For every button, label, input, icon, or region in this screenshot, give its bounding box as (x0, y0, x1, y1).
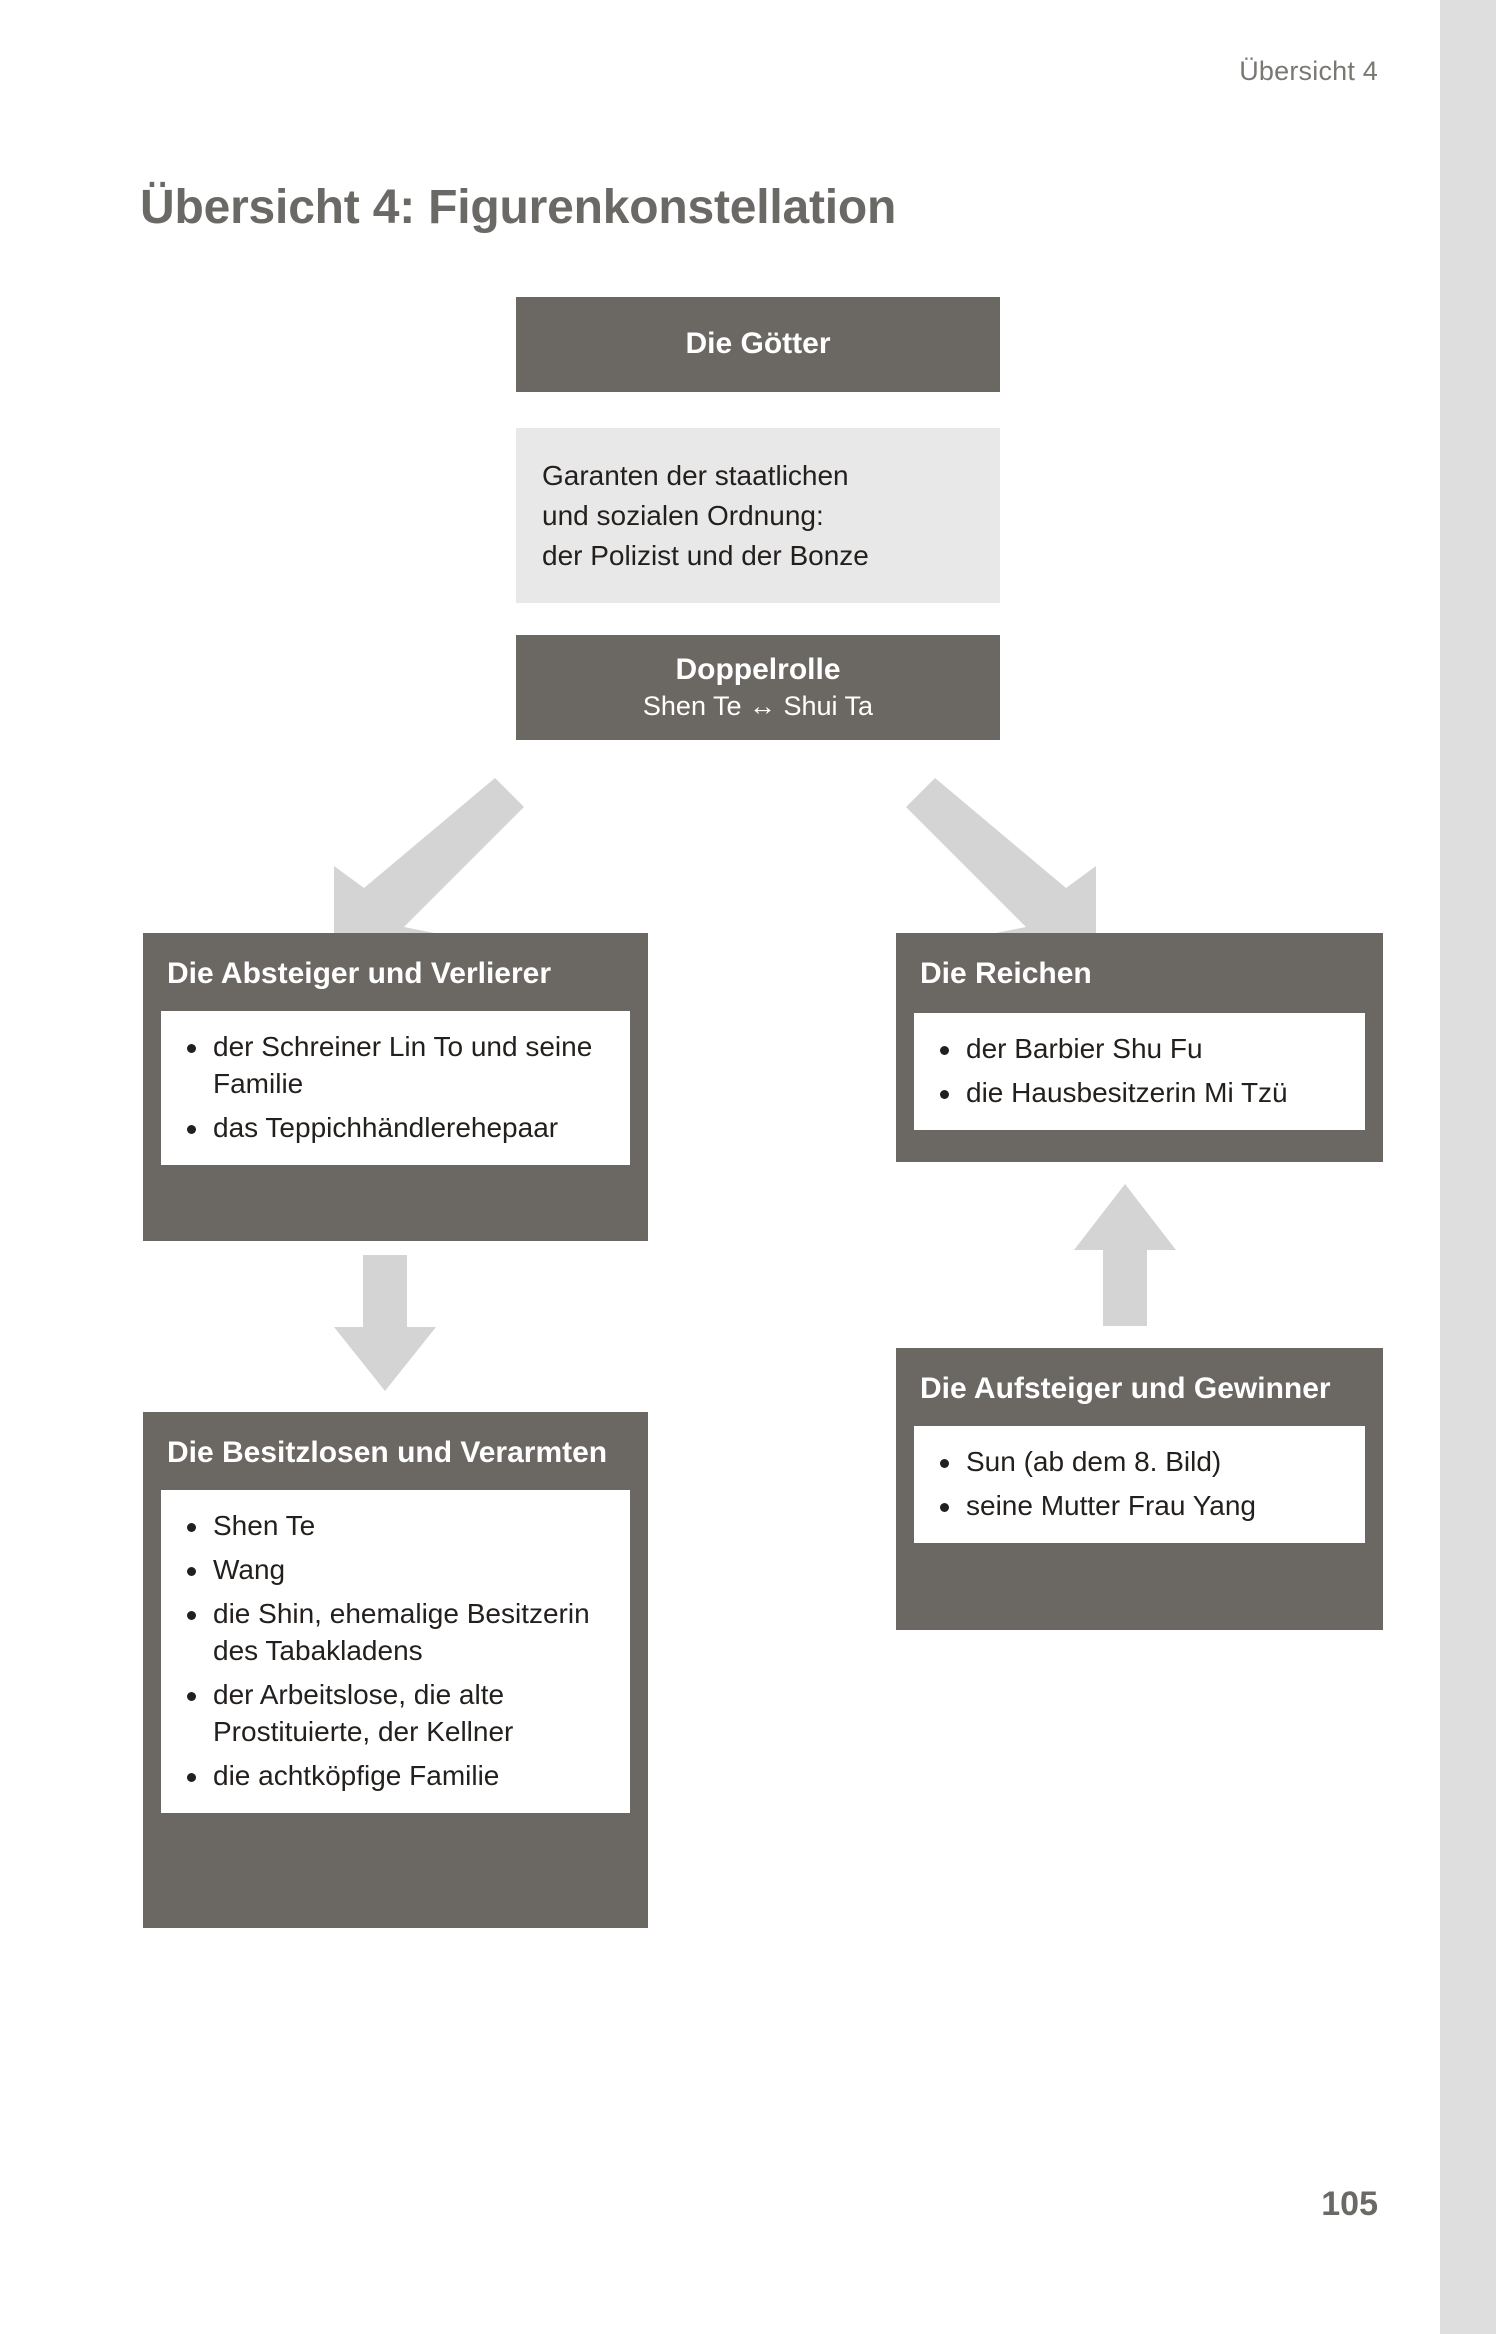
node-doppelrolle: Doppelrolle Shen Te ↔ Shui Ta (516, 635, 1000, 740)
list-item: der Arbeitslose, die alte Prostituierte,… (175, 1677, 616, 1751)
list-item: der Barbier Shu Fu (928, 1031, 1351, 1068)
node-die-reichen-body: der Barbier Shu Fu die Hausbesitzerin Mi… (914, 1013, 1365, 1131)
node-die-aufsteiger-und-gewinner: Die Aufsteiger und Gewinner Sun (ab dem … (896, 1348, 1383, 1630)
list-item: die Hausbesitzerin Mi Tzü (928, 1075, 1351, 1112)
node-doppelrolle-title: Doppelrolle (675, 653, 841, 687)
list-item: seine Mutter Frau Yang (928, 1488, 1351, 1525)
node-die-goetter-description: Garanten der staatlichen und sozialen Or… (516, 428, 1000, 603)
arrow-doppelrolle-to-absteiger-icon (334, 778, 524, 933)
node-die-absteiger-und-verlierer-body: der Schreiner Lin To und seine Familie d… (161, 1011, 630, 1166)
node-die-besitzlosen-und-verarmten: Die Besitzlosen und Verarmten Shen Te Wa… (143, 1412, 648, 1928)
node-die-besitzlosen-und-verarmten-title: Die Besitzlosen und Verarmten (167, 1436, 608, 1469)
list-item: das Teppichhändlerehepaar (175, 1110, 616, 1147)
list-item: Shen Te (175, 1508, 616, 1545)
aufsteiger-list: Sun (ab dem 8. Bild) seine Mutter Frau Y… (928, 1444, 1351, 1525)
node-die-goetter-description-text: Garanten der staatlichen und sozialen Or… (542, 460, 869, 571)
reichen-list: der Barbier Shu Fu die Hausbesitzerin Mi… (928, 1031, 1351, 1112)
absteiger-list: der Schreiner Lin To und seine Familie d… (175, 1029, 616, 1147)
node-die-aufsteiger-und-gewinner-body: Sun (ab dem 8. Bild) seine Mutter Frau Y… (914, 1426, 1365, 1544)
besitzlosen-list: Shen Te Wang die Shin, ehemalige Besitze… (175, 1508, 616, 1795)
node-die-absteiger-und-verlierer: Die Absteiger und Verlierer der Schreine… (143, 933, 648, 1241)
node-doppelrolle-subtitle: Shen Te ↔ Shui Ta (642, 691, 874, 722)
running-head: Übersicht 4 (1239, 56, 1378, 86)
list-item: die achtköpfige Familie (175, 1758, 616, 1795)
page-edge-band (1440, 0, 1496, 2334)
node-die-reichen: Die Reichen der Barbier Shu Fu die Hausb… (896, 933, 1383, 1162)
list-item: der Schreiner Lin To und seine Familie (175, 1029, 616, 1103)
page-number: 105 (1321, 2185, 1378, 2223)
list-item: die Shin, ehemalige Besitzerin des Tabak… (175, 1596, 616, 1670)
arrow-doppelrolle-to-reichen-icon (906, 778, 1096, 933)
arrow-aufsteiger-to-reichen-icon (1074, 1184, 1176, 1326)
node-die-reichen-title: Die Reichen (920, 957, 1092, 990)
node-die-aufsteiger-und-gewinner-title: Die Aufsteiger und Gewinner (920, 1372, 1331, 1405)
arrow-absteiger-to-besitzlosen-icon (334, 1255, 436, 1391)
list-item: Wang (175, 1552, 616, 1589)
list-item: Sun (ab dem 8. Bild) (928, 1444, 1351, 1481)
node-die-goetter: Die Götter (516, 297, 1000, 392)
node-die-goetter-title: Die Götter (685, 327, 831, 361)
node-die-besitzlosen-und-verarmten-body: Shen Te Wang die Shin, ehemalige Besitze… (161, 1490, 630, 1814)
node-die-absteiger-und-verlierer-title: Die Absteiger und Verlierer (167, 957, 552, 990)
page-title: Übersicht 4: Figurenkonstellation (140, 181, 897, 235)
